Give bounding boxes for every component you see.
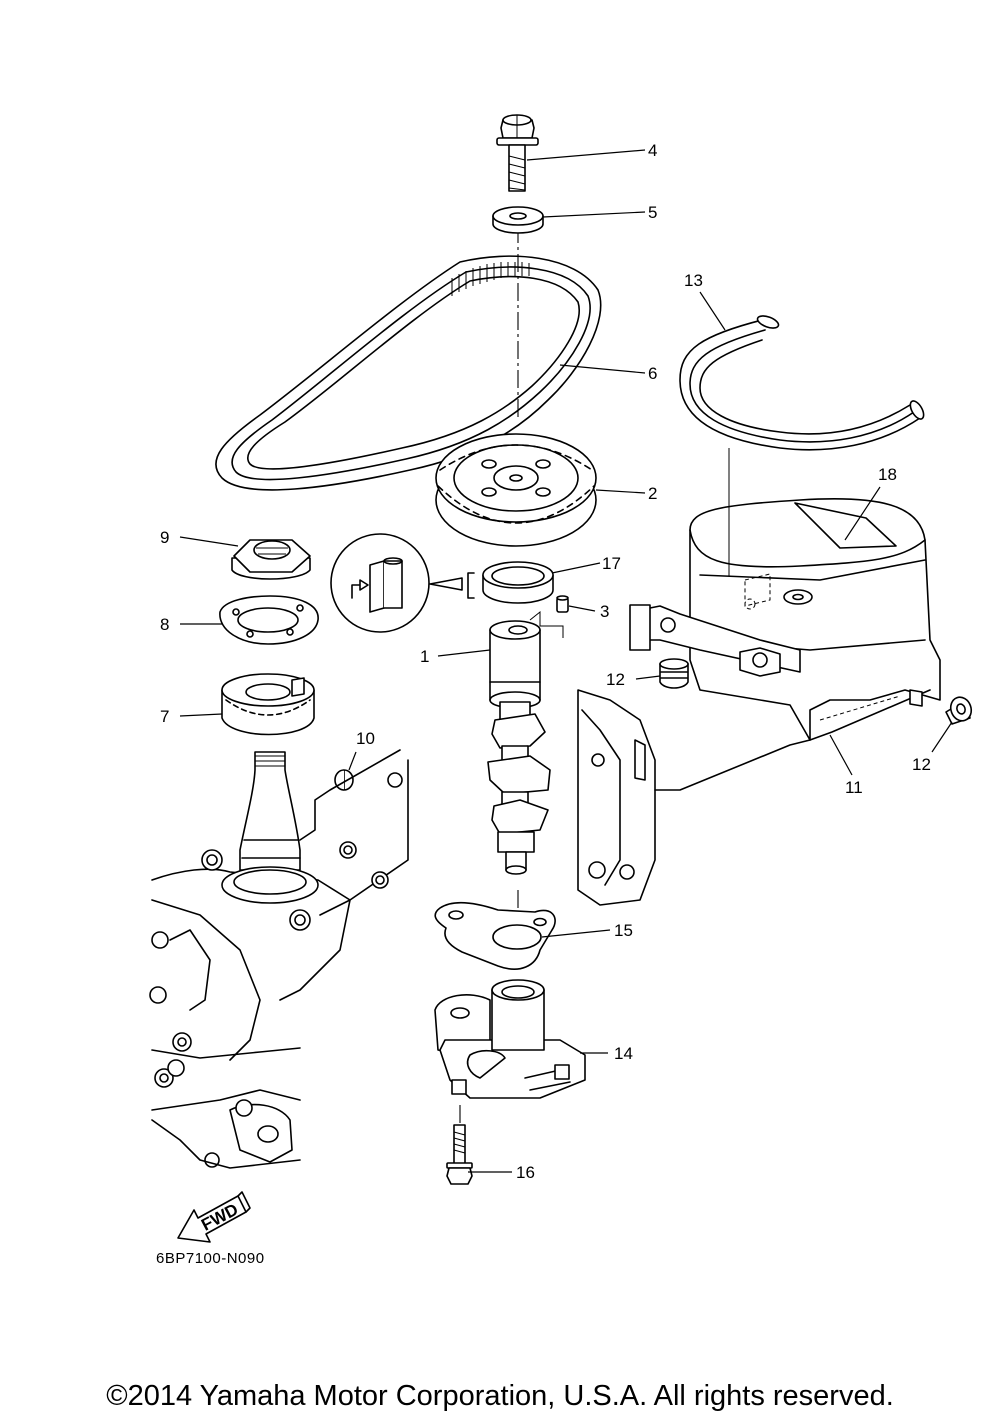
leader-4	[526, 149, 646, 161]
callout-16: 16	[516, 1163, 535, 1182]
copyright-notice: ©2014 Yamaha Motor Corporation, U.S.A. A…	[106, 1380, 894, 1412]
callout-18: 18	[878, 465, 897, 484]
leader-18	[844, 486, 881, 541]
callout-9: 9	[160, 528, 169, 547]
part-oil-seal	[482, 561, 554, 604]
callout-8: 8	[160, 615, 169, 634]
detail-bracket	[467, 572, 475, 599]
leader-10	[348, 751, 357, 771]
part-grommet-upper	[659, 658, 689, 689]
part-woodruff-key	[334, 769, 354, 791]
part-dowel-pin	[556, 595, 569, 613]
leader-7	[179, 713, 223, 717]
callout-10: 10	[356, 729, 375, 748]
part-bolt	[496, 114, 539, 192]
part-timing-belt-cover	[629, 497, 941, 741]
part-drive-sprocket	[221, 673, 315, 736]
crankcase-assembly	[149, 749, 409, 1169]
callout-12a: 12	[606, 670, 625, 689]
callout-14: 14	[614, 1044, 633, 1063]
callout-13: 13	[684, 271, 703, 290]
part-oil-pump	[434, 979, 586, 1099]
leader-11	[829, 734, 853, 776]
part-timing-belt	[215, 255, 602, 491]
leader-1	[437, 649, 491, 657]
part-plate-washer	[219, 595, 319, 645]
leader-17	[551, 562, 601, 574]
fwd-direction-arrow: FWD	[177, 1191, 251, 1243]
part-gasket	[434, 901, 556, 970]
callout-7: 7	[160, 707, 169, 726]
callout-2: 2	[648, 484, 657, 503]
part-cover-seal	[679, 315, 925, 451]
diagram-code: 6BP7100-N090	[156, 1250, 265, 1267]
part-nut	[231, 539, 311, 580]
callout-4: 4	[648, 141, 657, 160]
leader-5	[542, 211, 646, 218]
seal-lip-detail	[330, 533, 430, 633]
part-pump-bolt	[446, 1124, 473, 1185]
callout-11: 11	[845, 778, 863, 797]
pin-locator	[529, 610, 564, 638]
callout-6: 6	[648, 364, 657, 383]
part-camshaft	[487, 620, 551, 875]
leader-6	[559, 364, 646, 374]
callout-3: 3	[600, 602, 609, 621]
callout-15: 15	[614, 921, 633, 940]
leader-15	[541, 929, 611, 938]
callout-5: 5	[648, 203, 657, 222]
part-grommet-lower	[945, 696, 973, 725]
part-label	[794, 502, 897, 549]
leader-12a	[635, 675, 661, 680]
detail-pointer	[429, 577, 463, 591]
callout-12b: 12	[912, 755, 931, 774]
leader-3	[568, 605, 596, 612]
part-driven-sprocket	[435, 433, 597, 547]
leader-2	[595, 489, 646, 494]
callout-1: 1	[420, 647, 429, 666]
cylinder-head-block	[577, 689, 811, 906]
part-washer	[492, 206, 544, 234]
leader-13	[699, 291, 726, 331]
leader-12b	[931, 721, 953, 753]
callout-17: 17	[602, 554, 621, 573]
fwd-label: FWD	[198, 1200, 241, 1235]
leader-9	[179, 536, 239, 547]
